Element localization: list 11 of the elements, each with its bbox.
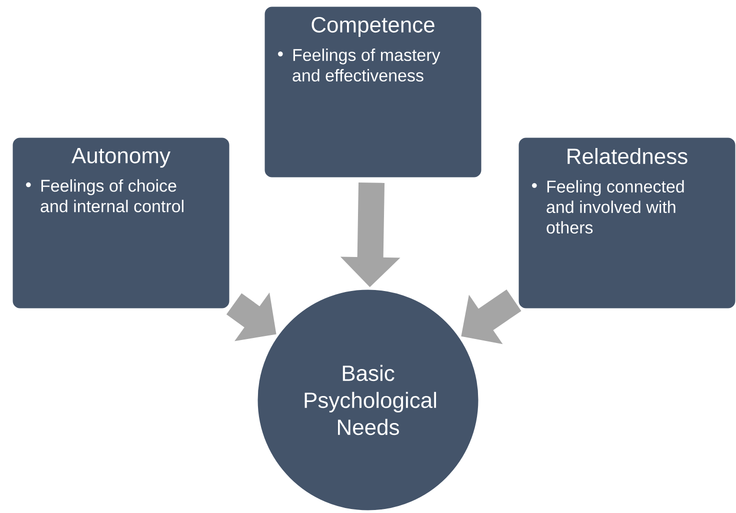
process-box: [263, 5, 483, 179]
bullet-text: Feeling connected and involved with others: [546, 180, 684, 234]
heading: Competence: [312, 16, 434, 37]
circle-label: Basic Psychological Needs: [304, 364, 436, 436]
process-box: [11, 136, 231, 310]
circle: [256, 288, 480, 512]
bullet-text: Feelings of mastery and effectiveness: [292, 48, 440, 82]
process-box: [517, 136, 736, 310]
bullet-text: Feelings of choice and internal control: [40, 179, 184, 212]
heading: Relatedness: [568, 148, 688, 164]
heading: Autonomy: [72, 148, 170, 168]
